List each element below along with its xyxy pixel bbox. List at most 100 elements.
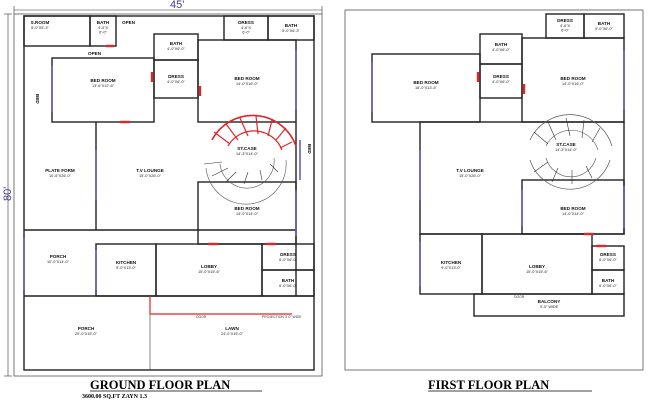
- ground_floor-room-size-12: 10'-0"X14'-0": [47, 260, 70, 264]
- ground_floor-room-name-15: DRESS: [280, 252, 296, 257]
- ground_floor-room-name-11: BED ROOM: [234, 206, 259, 211]
- first-plot-boundary: [344, 9, 644, 371]
- door-label-ground: DOOR: [196, 315, 207, 319]
- first_floor-room-size-13: 3'-0" WIDE: [540, 305, 559, 309]
- first-staircase: [529, 114, 613, 190]
- room-dress-3: [261, 243, 315, 271]
- first_floor-room-size-2: 4'-0"X6'-0": [492, 48, 510, 52]
- first_floor-room-name-7: T.V LOUNGE: [456, 168, 484, 173]
- ground-floor-plan: 45' 80': [2, 0, 323, 400]
- ground_floor-room-name-13: KITCHEN: [116, 260, 137, 265]
- ground_floor-room-size-17: 20'-0"X15'-0": [75, 332, 98, 336]
- projection-note: PROJECTION 3'-0" WIDE: [262, 315, 302, 319]
- first_floor-room-size-4: 18'-0"X13'-6": [415, 86, 438, 90]
- ground_floor-room-name-6: BED ROOM: [90, 78, 115, 83]
- projection-line: [149, 296, 292, 315]
- first_floor-room-size-11: 6'-0"X6'-0": [599, 258, 617, 262]
- first_floor-room-size-3: 4'-0"X6'-0": [492, 80, 510, 84]
- ground_floor-room-size-1-1: 6'-0": [99, 31, 107, 35]
- room-bath-2: [267, 15, 315, 41]
- ff-room-bath-1: [583, 13, 625, 39]
- first_floor-room-size-5: 14'-0"X16'-0": [562, 82, 585, 86]
- first_floor-room-size-1: 9'-0"X6'-0": [595, 27, 613, 31]
- ground_floor-room-size-4: 4'-0"X6'-0": [167, 47, 185, 51]
- first_floor-room-name-12: BATH: [602, 278, 615, 283]
- ground_floor-room-size-9: 10'-6"X26'-0": [49, 174, 72, 178]
- first_floor-room-size-9: 9'-0"X13'-0": [441, 266, 461, 270]
- ground_floor-room-name-7: BED ROOM: [234, 76, 259, 81]
- first_floor-room-size-12: 6'-0"X6'-0": [599, 284, 617, 288]
- first_floor-room-size-10: 15'-0"X15'-6": [526, 270, 549, 274]
- door-label-first: DOOR: [514, 295, 525, 299]
- ground_floor-room-name-8: ST.CASE: [237, 146, 256, 151]
- ground-outer-wall: [23, 15, 315, 371]
- ground_floor-room-name-0: S.ROOM: [31, 20, 50, 25]
- room-bed-1: [51, 57, 155, 123]
- first_floor-room-name-5: BED ROOM: [560, 76, 585, 81]
- first_floor-room-name-8: BED ROOM: [560, 206, 585, 211]
- ground_floor-room-name-16: BATH: [282, 278, 295, 283]
- ground-floor-title: GROUND FLOOR PLAN: [90, 378, 230, 392]
- label-open-top: OPEN: [122, 20, 136, 25]
- first_floor-room-name-11: DRESS: [600, 252, 616, 257]
- ground_floor-room-name-5: DRESS: [168, 74, 184, 79]
- ground_floor-room-size-7: 14'-0"X16'-0": [236, 82, 259, 86]
- ground-floor-subtitle: 3600.00 SQ.FT ZAYN 1.3: [82, 394, 147, 400]
- room-bath-4: [261, 269, 315, 297]
- first_floor-room-name-0: DRESS: [557, 18, 573, 23]
- first-floor-title: FIRST FLOOR PLAN: [428, 378, 549, 392]
- ground_floor-room-size-0: 5'-0"X5'-3": [31, 26, 49, 30]
- first_floor-room-size-0-0: 4'-6"X: [560, 24, 571, 28]
- room-dress-2: [153, 59, 199, 99]
- height-dimension: 80': [2, 187, 14, 201]
- ground_floor-room-name-4: BATH: [170, 41, 183, 46]
- first_floor-room-size-0-1: 6'-0": [561, 29, 569, 33]
- width-dimension: 45': [170, 0, 184, 11]
- first-floor-plan: DRESS4'-6"X6'-0"BATH9'-0"X6'-0"BATH4'-0"…: [344, 9, 644, 392]
- first_floor-room-name-3: DRESS: [493, 74, 509, 79]
- ground-staircase: [203, 114, 297, 205]
- first_floor-room-name-13: BALCONY: [538, 299, 561, 304]
- room-bath-1: [89, 15, 117, 47]
- ground_floor-room-name-12: PORCH: [50, 254, 67, 259]
- ff-balcony: [473, 293, 625, 317]
- first_floor-room-size-7: 15'-0"X26'-0": [459, 174, 482, 178]
- ground_floor-room-size-10: 15'-0"X26'-0": [139, 174, 162, 178]
- ground_floor-room-name-2: DRESS: [238, 20, 254, 25]
- first_floor-room-name-9: KITCHEN: [441, 260, 462, 265]
- ground_floor-room-name-18: LAWN: [225, 326, 239, 331]
- ground_floor-room-name-10: T.V LOUNGE: [136, 168, 164, 173]
- room-bed-2: [197, 39, 297, 123]
- ground_floor-room-size-2-0: 4'-6"X: [241, 26, 252, 30]
- ground_floor-room-name-17: PORCH: [78, 326, 95, 331]
- first_floor-room-size-8: 14'-0"X14'-0": [562, 212, 585, 216]
- ground_floor-room-size-14: 15'-0"X15'-6": [198, 270, 221, 274]
- ground_floor-room-name-3: BATH: [285, 23, 298, 28]
- ground_floor-room-size-5: 4'-0"X6'-0": [167, 80, 185, 84]
- label-bed-right: BED: [307, 144, 312, 154]
- room-kitchen: [95, 243, 157, 297]
- ground_floor-room-size-1-0: 4'-0"X: [98, 26, 109, 30]
- ground_floor-room-size-2-1: 6'-0": [242, 31, 250, 35]
- ground_floor-room-size-8: 14'-3"X14'-0": [236, 152, 259, 156]
- ground_floor-room-size-3: 5'-0"X6'-3": [282, 29, 300, 33]
- label-bed-left: BED: [35, 94, 40, 104]
- ground_floor-room-size-16: 6'-0"X6'-0": [279, 284, 297, 288]
- ground_floor-room-size-13: 9'-0"X13'-0": [116, 266, 136, 270]
- first_floor-room-name-4: BED ROOM: [413, 80, 438, 85]
- first_floor-room-name-2: BATH: [495, 42, 508, 47]
- label-open-left: OPEN: [88, 51, 102, 56]
- ground_floor-room-size-18: 24'-0"X15'-0": [221, 332, 244, 336]
- ground-plot-boundary: [13, 13, 323, 377]
- ground_floor-room-name-14: LOBBY: [201, 264, 217, 269]
- ground_floor-room-size-11: 14'-0"X14'-0": [236, 212, 259, 216]
- ground_floor-room-name-9: PLATE FORM: [45, 168, 75, 173]
- ground_floor-room-name-1: BATH: [97, 20, 110, 25]
- first_floor-room-name-6: ST.CASE: [556, 142, 575, 147]
- first_floor-room-name-10: LOBBY: [529, 264, 545, 269]
- ground_floor-room-size-6: 13'-6"X12'-6": [92, 84, 115, 88]
- first_floor-room-name-1: BATH: [598, 21, 611, 26]
- ground_floor-room-size-15: 6'-0"X6'-0": [279, 258, 297, 262]
- first_floor-room-size-6: 14'-3"X14'-0": [555, 148, 578, 152]
